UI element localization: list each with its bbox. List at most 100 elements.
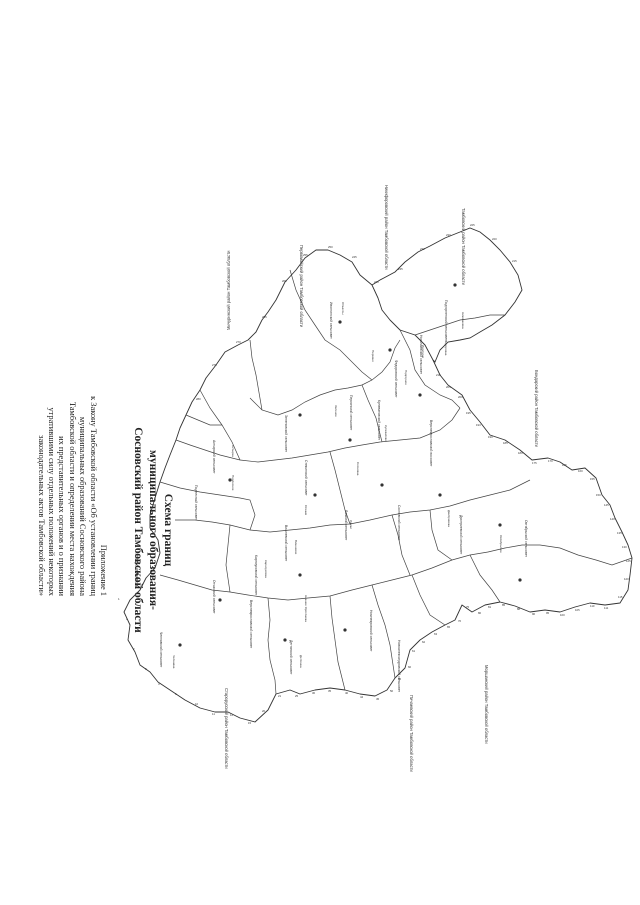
settlement-dot <box>298 413 302 417</box>
council-label: Николаевский сельсовет <box>419 335 423 374</box>
point-number: 75 <box>466 605 470 609</box>
settlement-dot <box>343 628 347 632</box>
settlement-label: Отъяссы <box>341 302 345 314</box>
point-number: 12 <box>230 713 234 717</box>
council-label: Сосновский сельсовет <box>397 505 401 541</box>
callout-number: 1 <box>118 597 120 601</box>
settlement-dot <box>178 643 182 647</box>
neighbor-label: Тамбовский район Тамбовской области <box>461 208 466 286</box>
point-number: 55 <box>398 677 402 681</box>
council-label: Дмитриевский сельсовет <box>459 515 463 555</box>
settlement-dot <box>298 573 302 577</box>
settlement-label: Федоровка <box>444 340 448 356</box>
neighbor-label: Рязанская область <box>134 550 139 588</box>
point-number: 280 <box>196 397 201 401</box>
point-number: 250 <box>328 245 333 249</box>
council-label: Отъясский сельсовет <box>212 580 216 614</box>
settlement-dot <box>313 493 317 497</box>
point-number: 120 <box>624 577 629 581</box>
point-number: 180 <box>518 451 523 455</box>
point-number: 95 <box>546 611 550 615</box>
point-number: 4 <box>158 682 160 686</box>
settlement-label: Подгорное <box>404 370 408 385</box>
council-labels: Челнавский сельсовет Отъясский сельсовет… <box>159 300 528 692</box>
point-number: 70 <box>458 619 462 623</box>
council-label: Ламский сельсовет <box>344 510 348 541</box>
point-number: 185 <box>503 441 508 445</box>
settlement-label: Подлесное <box>231 475 235 491</box>
settlement-label: Николаевка <box>461 312 465 329</box>
point-number: 235 <box>398 267 403 271</box>
settlement-dot <box>218 598 222 602</box>
settlement-dot <box>283 638 287 642</box>
council-label: Нижнеяровский сельсовет <box>369 610 373 652</box>
point-number: 275 <box>212 363 217 367</box>
settlement-label: Кулеватово <box>384 425 388 441</box>
boundary-point-labels: 1 2 3 4 5 10 11 12 15 20 21 25 30 35 40 … <box>126 223 631 725</box>
point-number: 111 <box>604 606 609 610</box>
point-number: 255 <box>303 253 308 257</box>
point-number: 61 <box>412 649 416 653</box>
settlement-dot <box>388 348 392 352</box>
point-number: 5 <box>175 692 177 696</box>
council-label: Зеленовский сельсовет <box>284 415 288 452</box>
council-label: Подлесный сельсовет <box>194 485 198 520</box>
settlement-label: Октябрьское <box>499 535 503 553</box>
point-number: 130 <box>622 545 627 549</box>
point-number: 35 <box>328 689 332 693</box>
point-number: 110 <box>590 604 595 608</box>
point-number: 190 <box>488 435 493 439</box>
neighbor-label: Бондарский район Тамбовской области <box>534 370 539 448</box>
point-number: 220 <box>492 237 497 241</box>
district-outer-boundary <box>123 249 633 723</box>
point-number: 88 <box>517 607 521 611</box>
settlement-dot <box>380 483 384 487</box>
settlement-label: Иволгино <box>421 345 425 358</box>
settlement-dot <box>338 320 342 324</box>
council-label: Вишневский сельсовет <box>284 525 288 562</box>
point-number: 3 <box>145 667 147 671</box>
council-label: Верхнеярославский сельсовет <box>249 600 253 649</box>
point-number: 63 <box>434 632 438 636</box>
point-number: 11 <box>212 712 215 716</box>
point-number: 20 <box>262 709 266 713</box>
council-label: Стежинский сельсовет <box>304 460 308 496</box>
neighbor-label: Пичаевский район Тамбовской области <box>409 695 414 772</box>
neighbor-label: Первомайский район Тамбовской области <box>299 245 304 328</box>
point-number: 81 <box>488 605 492 609</box>
settlement-label: Перкино <box>371 350 375 362</box>
point-number: 45 <box>376 697 380 701</box>
council-label: Верхнеярославский поссовет <box>429 420 433 467</box>
point-number: 30 <box>312 691 316 695</box>
council-label: Октябрьский сельсовет <box>524 520 528 557</box>
council-label: Дегтянский сельсовет <box>289 640 293 675</box>
point-number: 40 <box>345 691 349 695</box>
point-number: 60 <box>408 665 412 669</box>
point-number: 62 <box>422 640 426 644</box>
point-number: 85 <box>502 603 506 607</box>
point-number: 100 <box>560 613 565 617</box>
point-number: 21 <box>278 694 282 698</box>
settlement-label: Зеленое <box>334 405 338 417</box>
settlement-label: Карноуховка <box>264 560 268 578</box>
neighbor-label: Моршанский район Тамбовской области <box>484 665 489 744</box>
point-number: 2 <box>133 647 135 651</box>
neighbor-labels: Рязанская область Мичуринский район Тамб… <box>134 185 539 772</box>
point-number: 260 <box>282 279 287 283</box>
point-number: 140 <box>610 517 615 521</box>
settlement-dot <box>518 578 522 582</box>
point-number: 50 <box>390 689 394 693</box>
point-number: 193 <box>476 423 481 427</box>
settlement-label: Челнавка <box>172 655 176 669</box>
point-number: 10 <box>195 702 199 706</box>
callout-labels: 1 <box>118 597 120 601</box>
point-number: 160 <box>578 469 583 473</box>
council-boundaries <box>159 269 633 695</box>
point-number: 200 <box>458 395 463 399</box>
council-label: Перкинский сельсовет <box>349 395 353 431</box>
settlement-label: Ламки <box>349 520 353 529</box>
point-number: 150 <box>596 493 601 497</box>
point-number: 205 <box>446 385 451 389</box>
settlement-dot <box>418 393 422 397</box>
